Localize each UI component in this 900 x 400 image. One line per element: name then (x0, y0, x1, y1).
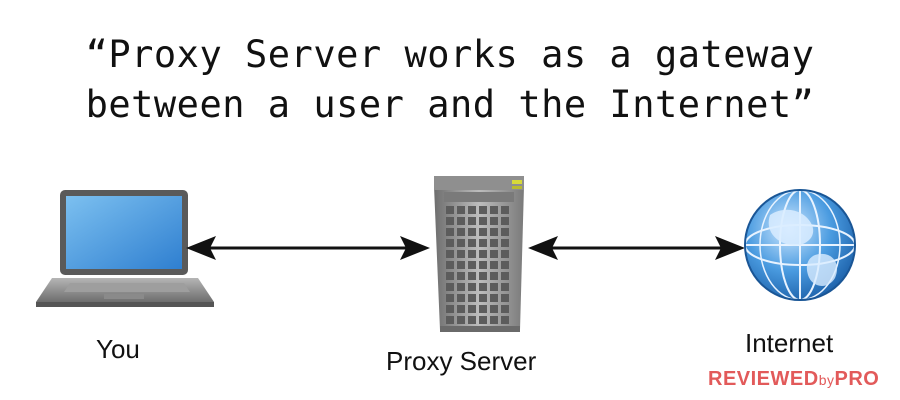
quote-line-2: between a user and the Internet” (85, 83, 815, 126)
server-vent (457, 228, 465, 236)
server-vent (490, 228, 498, 236)
server-icon (434, 176, 524, 332)
watermark-by: by (818, 372, 835, 388)
watermark-logo: REVIEWEDbyPRO (708, 368, 879, 391)
server-vent (468, 283, 476, 291)
server-vent (468, 239, 476, 247)
server-vent (446, 305, 454, 313)
server-vent (490, 239, 498, 247)
server-vent (490, 206, 498, 214)
server-vent (468, 294, 476, 302)
server-vent (468, 261, 476, 269)
server-vent (468, 206, 476, 214)
watermark-pro: PRO (834, 368, 880, 390)
server-vent (446, 228, 454, 236)
server-vent (490, 305, 498, 313)
server-vent (446, 206, 454, 214)
laptop-icon (36, 190, 214, 307)
server-vent (490, 316, 498, 324)
server-vent (468, 272, 476, 280)
server-vent (501, 239, 509, 247)
server-vent (490, 283, 498, 291)
server-vent (501, 316, 509, 324)
diagram-quote: “Proxy Server works as a gateway between… (0, 30, 900, 130)
server-vent (446, 239, 454, 247)
label-proxy-server: Proxy Server (386, 346, 537, 376)
server-vent (501, 294, 509, 302)
server-vent (479, 239, 487, 247)
server-vent (457, 294, 465, 302)
server-vent (457, 250, 465, 258)
server-vent (457, 261, 465, 269)
server-vent (479, 305, 487, 313)
quote-line-1: “Proxy Server works as a gateway (85, 33, 815, 76)
server-vent (490, 294, 498, 302)
server-vent (501, 305, 509, 313)
server-vent (457, 239, 465, 247)
server-vent (501, 250, 509, 258)
server-vent (479, 217, 487, 225)
server-vent (501, 217, 509, 225)
server-vent (501, 283, 509, 291)
server-vent (479, 294, 487, 302)
server-vent (457, 316, 465, 324)
server-vent (457, 305, 465, 313)
server-vent (457, 206, 465, 214)
arrow-proxy-internet (528, 236, 745, 260)
server-vent (446, 316, 454, 324)
server-vent (479, 206, 487, 214)
server-vent (479, 283, 487, 291)
server-vent (490, 272, 498, 280)
arrow-you-proxy (186, 236, 430, 260)
server-vent (468, 316, 476, 324)
server-vent (446, 217, 454, 225)
server-vent (501, 261, 509, 269)
server-vent (501, 272, 509, 280)
server-vent (479, 228, 487, 236)
server-vent (479, 272, 487, 280)
server-vent (479, 316, 487, 324)
server-vent (446, 283, 454, 291)
watermark-reviewed: REVIEWED (708, 368, 819, 390)
server-vent (468, 217, 476, 225)
server-vent (457, 283, 465, 291)
server-vent (501, 228, 509, 236)
server-vent (479, 250, 487, 258)
server-vent (446, 294, 454, 302)
server-vent (490, 261, 498, 269)
label-internet: Internet (745, 328, 834, 358)
server-vent (468, 228, 476, 236)
server-vent (457, 272, 465, 280)
server-vent (468, 250, 476, 258)
server-vent (501, 206, 509, 214)
server-vent (490, 217, 498, 225)
server-vent (446, 261, 454, 269)
globe-icon (744, 189, 856, 301)
server-vent (457, 217, 465, 225)
label-you: You (96, 334, 140, 364)
server-vent (446, 272, 454, 280)
server-vent (468, 305, 476, 313)
server-vent (446, 250, 454, 258)
server-vent (490, 250, 498, 258)
server-vent (479, 261, 487, 269)
